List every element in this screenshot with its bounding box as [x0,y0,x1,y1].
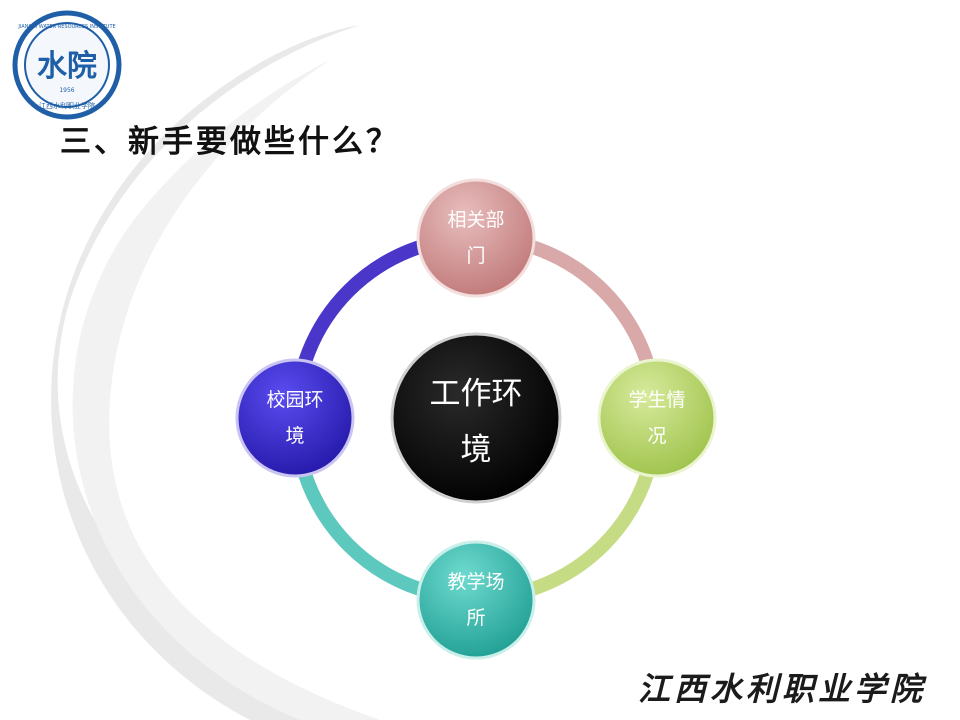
logo-ring-text: JIANGXI WATER RESOURCES INSTITUTE [17,24,115,30]
node-label-line1: 校园环 [266,389,323,411]
logo-year: 1956 [59,87,74,94]
node-label-line2: 门 [466,245,485,267]
node-label-line1: 相关部 [447,209,504,231]
college-logo: 水院 JIANGXI WATER RESOURCES INSTITUTE 195… [12,10,122,120]
logo-bottom-text: 江西水利职业学院 [39,101,95,110]
node-label-line1: 教学场 [447,571,504,593]
logo-glyph: 水院 [37,49,97,84]
footer-college-name: 江西水利职业学院 [637,670,926,708]
node-label-line2: 境 [285,425,304,447]
node-related-departments: 相关部 门 [416,178,536,298]
node-teaching-venue: 教学场 所 [416,540,536,660]
node-label-line2: 况 [647,425,666,447]
node-label-line1: 学生情 [628,389,685,411]
center-node-line1: 工作环 [430,376,523,412]
slide-title: 三、新手要做些什么？ [60,124,400,160]
node-label-line2: 所 [466,607,485,629]
node-campus-environment: 校园环 境 [235,358,355,478]
center-node: 工作环 境 [390,332,562,504]
node-student-situation: 学生情 况 [597,358,717,478]
center-node-line2: 境 [461,432,492,468]
